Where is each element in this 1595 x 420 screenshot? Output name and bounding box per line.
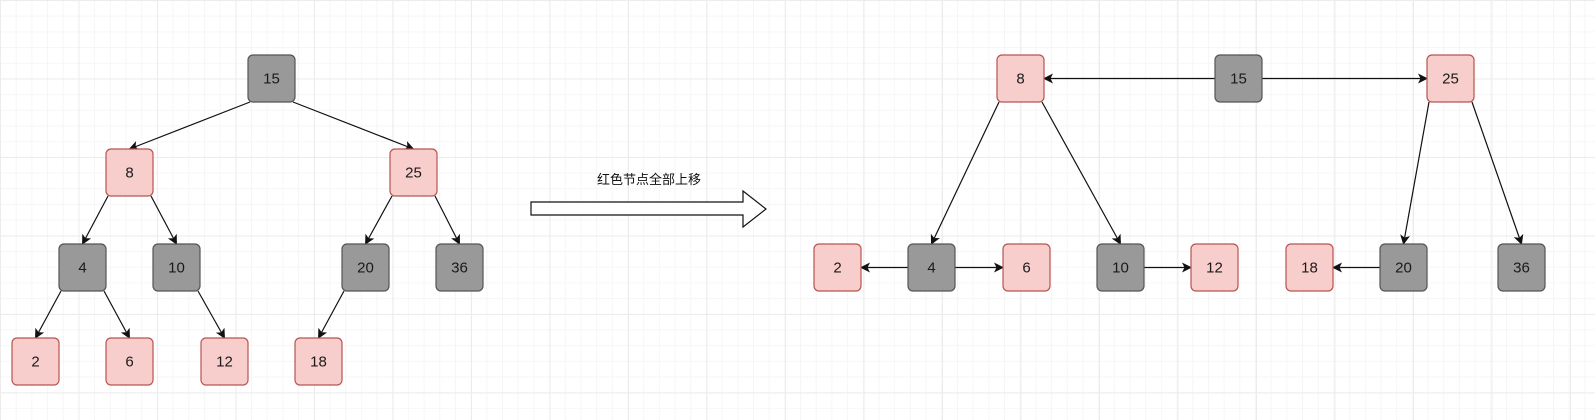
right-node-2-label: 2 [833, 260, 841, 277]
right-node-36-label: 36 [1513, 260, 1530, 277]
right-node-4: 4 [907, 243, 956, 292]
left-node-6: 6 [105, 337, 154, 386]
left-edge-15-to-25 [292, 101, 415, 151]
left-node-15-box [247, 54, 296, 103]
left-tree-nodes: 15 8 25 4 10 20 36 2 6 12 18 [11, 54, 484, 386]
left-node-2-box [11, 337, 60, 386]
transform-caption: 红色节点全部上移 [597, 172, 701, 188]
right-edge-25-to-36 [1471, 101, 1524, 245]
right-node-12: 12 [1190, 243, 1239, 292]
right-tree-nodes: 8 15 25 2 4 6 10 12 18 20 36 [813, 54, 1546, 292]
right-node-36: 36 [1497, 243, 1546, 292]
right-node-4-box [907, 243, 956, 292]
transform-arrow: 红色节点全部上移 [530, 172, 767, 229]
left-node-15: 15 [247, 54, 296, 103]
right-node-20-label: 20 [1395, 260, 1412, 277]
right-node-15-box [1214, 54, 1263, 103]
right-node-18: 18 [1285, 243, 1334, 292]
left-node-10-box [152, 243, 201, 292]
right-node-15: 15 [1214, 54, 1263, 103]
left-edge-25-to-36 [434, 195, 461, 245]
right-node-8: 8 [996, 54, 1045, 103]
left-node-2: 2 [11, 337, 60, 386]
right-node-20-box [1379, 243, 1428, 292]
right-edge-8-to-4 [930, 101, 1000, 245]
left-node-12-label: 12 [216, 354, 233, 371]
left-node-8: 8 [105, 148, 154, 197]
right-node-8-label: 8 [1016, 71, 1024, 88]
right-node-12-label: 12 [1206, 260, 1223, 277]
left-edge-20-to-18 [317, 290, 345, 339]
left-node-8-label: 8 [125, 165, 133, 182]
right-node-4-label: 4 [927, 260, 935, 277]
right-node-20: 20 [1379, 243, 1428, 292]
left-node-4: 4 [58, 243, 107, 292]
left-node-36-box [435, 243, 484, 292]
right-node-18-label: 18 [1301, 260, 1318, 277]
right-edge-8-to-10 [1041, 101, 1122, 245]
left-edge-8-to-10 [150, 195, 178, 245]
left-edge-4-to-6 [103, 290, 131, 339]
left-node-25-label: 25 [405, 165, 422, 182]
left-node-6-box [105, 337, 154, 386]
left-node-25: 25 [389, 148, 438, 197]
left-node-4-label: 4 [78, 260, 86, 277]
left-node-36: 36 [435, 243, 484, 292]
right-node-2-box [813, 243, 862, 292]
right-tree-edges [860, 73, 1524, 273]
right-node-10-label: 10 [1112, 260, 1129, 277]
left-node-25-box [389, 148, 438, 197]
right-node-6-box [1002, 243, 1051, 292]
left-node-12-box [200, 337, 249, 386]
left-node-18-label: 18 [310, 354, 327, 371]
right-node-2: 2 [813, 243, 862, 292]
right-node-25-box [1426, 54, 1475, 103]
left-edge-10-to-12 [197, 290, 226, 339]
left-node-18-box [294, 337, 343, 386]
right-edge-25-to-20 [1400, 101, 1430, 245]
left-edge-15-to-8 [128, 101, 251, 151]
left-edge-8-to-4 [81, 195, 109, 245]
hollow-block-right-arrow-icon [530, 189, 767, 229]
right-node-10-box [1096, 243, 1145, 292]
right-node-18-box [1285, 243, 1334, 292]
left-node-18: 18 [294, 337, 343, 386]
left-node-20-label: 20 [357, 260, 374, 277]
left-edge-25-to-20 [364, 195, 393, 245]
left-tree-edges [34, 101, 461, 339]
left-node-36-label: 36 [451, 260, 468, 277]
right-node-6-label: 6 [1022, 260, 1030, 277]
right-node-15-label: 15 [1230, 71, 1247, 88]
left-node-8-box [105, 148, 154, 197]
left-node-20: 20 [341, 243, 390, 292]
left-node-20-box [341, 243, 390, 292]
right-node-8-box [996, 54, 1045, 103]
right-node-25: 25 [1426, 54, 1475, 103]
right-node-36-box [1497, 243, 1546, 292]
left-node-4-box [58, 243, 107, 292]
left-node-10-label: 10 [168, 260, 185, 277]
left-node-10: 10 [152, 243, 201, 292]
left-node-15-label: 15 [263, 71, 280, 88]
left-node-12: 12 [200, 337, 249, 386]
left-node-2-label: 2 [31, 354, 39, 371]
right-node-25-label: 25 [1442, 71, 1459, 88]
left-node-6-label: 6 [125, 354, 133, 371]
left-edge-4-to-2 [34, 290, 62, 339]
right-node-10: 10 [1096, 243, 1145, 292]
right-node-12-box [1190, 243, 1239, 292]
right-node-6: 6 [1002, 243, 1051, 292]
